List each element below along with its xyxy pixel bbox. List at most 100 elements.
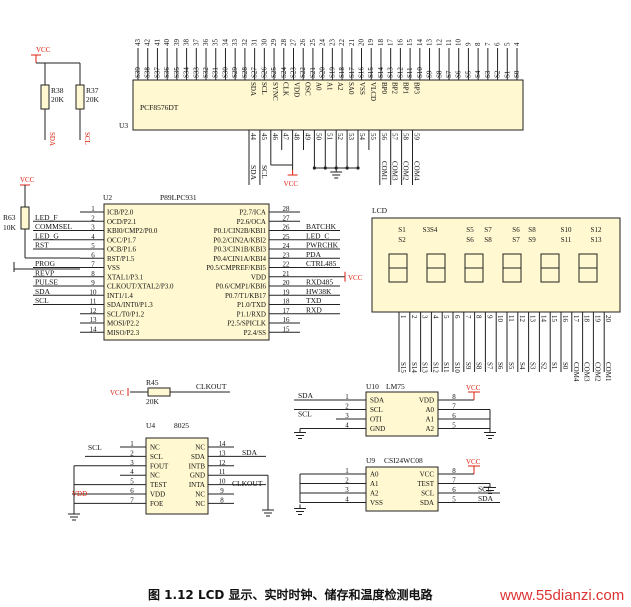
pcf-seg-pin-label: S13 <box>387 67 395 78</box>
pcf-seg-pin-label: S33 <box>192 67 200 78</box>
pcf-seg-pin-number: 39 <box>173 39 181 47</box>
lcd-pin-number: 1 <box>399 315 407 319</box>
mcu-right-pin-label: P1.0/TXD <box>237 301 266 309</box>
pcf-seg-pin-number: 20 <box>358 39 366 47</box>
lm75-vcc-label: VCC <box>466 384 481 392</box>
mcu-right-pin-number: 15 <box>283 325 291 333</box>
eeprom-right-pin-number: 5 <box>452 496 456 504</box>
mcu-designator: U2 <box>103 193 112 202</box>
lcd-pin-net: COM4 <box>572 362 580 382</box>
pcf-scl-net: SCL <box>260 165 269 179</box>
pcf-seg-pin-number: 37 <box>192 39 200 47</box>
lcd-pin-net: COM2 <box>593 362 601 382</box>
pcf-seg-pin-label: S32 <box>202 67 210 78</box>
mcu-right-pin-number: 21 <box>283 270 291 278</box>
mcu-left-pin-label: OCB/P1.6 <box>107 246 136 254</box>
mcu-left-pin-number: 2 <box>91 214 95 222</box>
pcf-seg-pin-number: 25 <box>309 39 317 47</box>
rtc-left-pin-label: NC <box>150 444 160 452</box>
mcu-left-net-label: PULSE <box>35 278 58 287</box>
pcf-bottom-pin-label: SA0 <box>347 82 355 95</box>
mcu-right-pin-number: 18 <box>283 298 291 306</box>
lcd-pin-net: S12 <box>431 362 439 373</box>
lcd-pin-net: COM1 <box>604 362 612 382</box>
pcf-seg-pin-number: 4 <box>513 42 521 46</box>
lcd-pin-net: S2 <box>539 362 547 370</box>
pcf-seg-pin-label: S17 <box>348 67 356 78</box>
mcu-right-net-label: HW38K <box>306 287 332 296</box>
pcf-seg-pin-label: S27 <box>251 67 259 78</box>
pcf-seg-pin-label: S34 <box>183 67 191 78</box>
lcd-pin-number: 4 <box>431 315 439 319</box>
pcf-com-net: COM3 <box>391 161 399 181</box>
pcf-bottom-pin-label: CLK <box>282 82 290 96</box>
pcf-bottom-pin-label: SYNC <box>271 82 279 101</box>
pcf-seg-pin-number: 9 <box>464 42 472 46</box>
pcf-seg-pin-label: S11 <box>406 67 414 78</box>
mcu-right-pin-number: 20 <box>283 279 291 287</box>
pcf-seg-pin-label: S3 <box>484 70 492 78</box>
lcd-body <box>371 217 621 313</box>
pcf-seg-pin-label: S1 <box>503 70 511 78</box>
pcf-bottom-pin-label: SCL <box>260 82 268 95</box>
lm75-right-pin-number: 5 <box>452 422 456 430</box>
pcf-com-net: COM1 <box>380 161 388 181</box>
pcf-seg-pin-number: 33 <box>231 39 239 47</box>
r37-body <box>75 84 85 110</box>
mcu-right-net-label: RXD <box>306 305 322 314</box>
rtc-right-pin-label: NC <box>195 444 205 452</box>
mcu-right-net-label: LED_C <box>306 231 329 240</box>
eeprom-left-pin-number: 3 <box>345 486 349 494</box>
mcu-left-pin-number: 5 <box>91 242 95 250</box>
eeprom-right-pin-number: 7 <box>452 477 456 485</box>
pcf-com-net: COM2 <box>402 161 410 181</box>
lcd-seg-label-bottom: S8 <box>484 236 492 244</box>
pcf-seg-pin-number: 5 <box>503 42 511 46</box>
pcf-seg-pin-number: 14 <box>416 39 424 47</box>
pcf-seg-pin-label: S29 <box>231 67 239 78</box>
mcu-right-pin-number: 28 <box>283 205 291 213</box>
r37-value: 20K <box>86 95 100 104</box>
lcd-pin-number: 3 <box>421 315 429 319</box>
pcf-seg-pin-number: 38 <box>183 39 191 47</box>
r38-body <box>40 84 50 110</box>
pcf-bottom-pin-number: 48 <box>293 133 301 141</box>
eeprom-left-pin-label: A1 <box>370 480 379 488</box>
mcu-right-net-label: BATCHK <box>306 222 337 231</box>
mcu-left-pin-label: RST/P1.5 <box>107 255 135 263</box>
mcu-right-net-label: TXD <box>306 296 322 305</box>
mcu-left-pin-label: ICB/P2.0 <box>107 209 134 217</box>
pcf-bottom-pin-number: 59 <box>413 133 421 141</box>
mcu-left-pin-label: KBI0/CMP2/P0.0 <box>107 227 158 235</box>
lcd-pin-net: S15 <box>399 362 407 373</box>
pcf-seg-pin-label: S15 <box>367 67 375 78</box>
pcf-bottom-pin-label: A0 <box>314 82 322 91</box>
mcu-left-pin-number: 6 <box>91 251 95 259</box>
lcd-pin-net: S3 <box>529 362 537 370</box>
lm75-left-pin-number: 4 <box>345 422 349 430</box>
rtc-left-pin-label: SCL <box>150 453 163 461</box>
pcf-bottom-pin-number: 52 <box>336 133 344 141</box>
pcf-seg-pin-number: 42 <box>144 39 152 47</box>
vcc-label-r63: VCC <box>20 176 35 184</box>
pcf-seg-pin-label: S0 <box>513 70 521 78</box>
pcf8576-part-label: PCF8576DT <box>140 103 179 112</box>
pcf-com-net: COM4 <box>413 161 421 181</box>
lcd-pin-net: COM3 <box>583 362 591 382</box>
lm75-right-pin-number: 7 <box>452 403 456 411</box>
pcf-seg-pin-label: S18 <box>338 67 346 78</box>
pcf-seg-pin-label: S12 <box>396 67 404 78</box>
lm75-part-label: LM75 <box>386 382 405 391</box>
lcd-pin-net: S1 <box>550 362 558 370</box>
pcf-seg-pin-number: 15 <box>406 39 414 47</box>
pcf-bottom-pin-label: BP1 <box>402 82 410 95</box>
lcd-pin-net: S5 <box>507 362 515 370</box>
mcu-left-net-label: COMMSEL <box>35 222 73 231</box>
lcd-seg-label-bottom: S2 <box>398 236 406 244</box>
mcu-left-pin-label: SCL/T0/P1.2 <box>107 310 145 318</box>
pcf-seg-pin-label: S10 <box>416 67 424 78</box>
mcu-left-pin-label: VSS <box>107 264 120 272</box>
rtc-body <box>145 437 209 515</box>
lcd-pin-number: 10 <box>496 315 504 323</box>
